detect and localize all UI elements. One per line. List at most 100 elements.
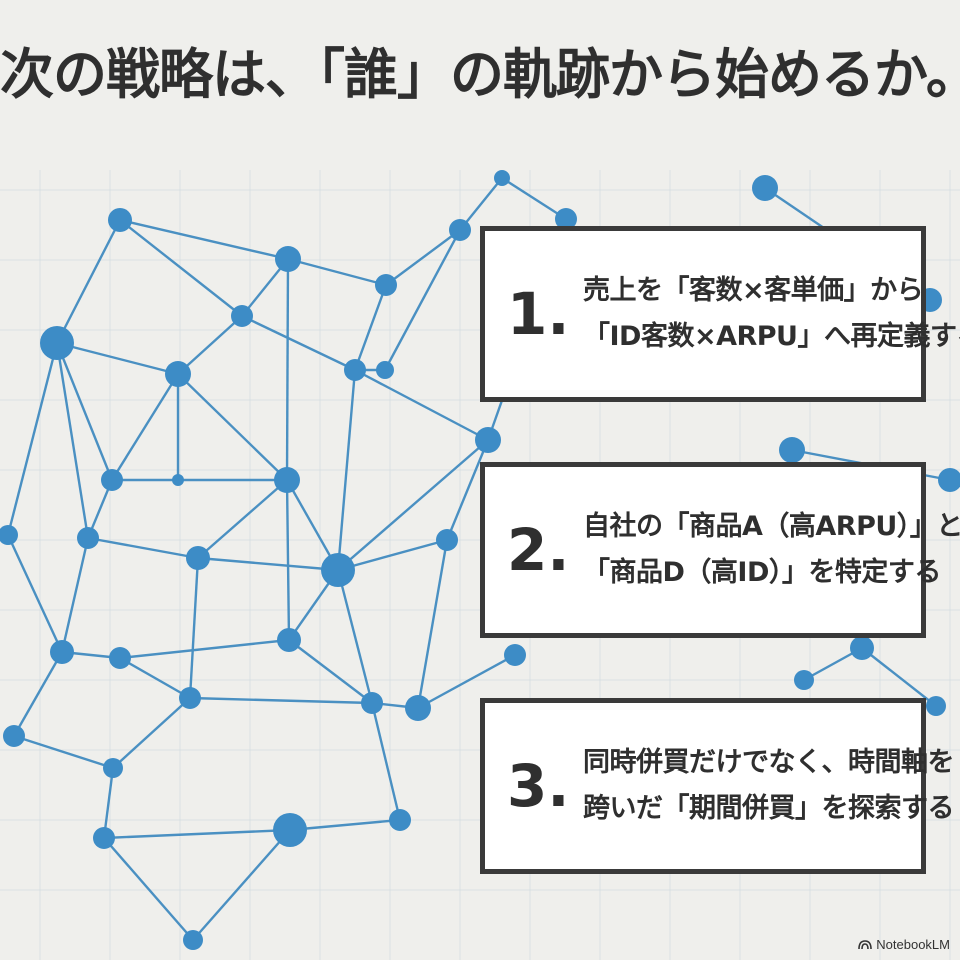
network-node — [273, 813, 307, 847]
step-line: 「ID客数×ARPU」へ再定義する — [583, 321, 960, 352]
network-node — [50, 640, 74, 664]
network-node — [752, 175, 778, 201]
network-node — [274, 467, 300, 493]
network-edge — [353, 284, 388, 371]
notebooklm-watermark: NotebookLM — [858, 937, 950, 952]
step-line: 自社の「商品A（高ARPU）」と — [583, 511, 960, 542]
network-node — [375, 274, 397, 296]
network-edge — [385, 229, 461, 286]
network-node — [108, 208, 132, 232]
network-edge — [192, 829, 291, 941]
slide-title: 次の戦略は、「誰」の軌跡から始めるか。 — [0, 43, 960, 106]
network-node — [344, 359, 366, 381]
network-edge — [119, 638, 290, 660]
network-node — [361, 692, 383, 714]
step-card-2: 2. 自社の「商品A（高ARPU）」と 「商品D（高ID）」を特定する — [480, 462, 960, 638]
step-text: 自社の「商品A（高ARPU）」と 「商品D（高ID）」を特定する — [583, 504, 960, 596]
network-node — [277, 628, 301, 652]
network-node — [93, 827, 115, 849]
network-edge — [60, 537, 90, 653]
step-line: 「商品D（高ID）」を特定する — [583, 557, 941, 588]
network-edge — [337, 439, 489, 571]
network-node — [926, 696, 946, 716]
network-node — [231, 305, 253, 327]
network-node — [109, 647, 131, 669]
network-node — [172, 474, 184, 486]
network-node — [101, 469, 123, 491]
network-edge — [87, 536, 199, 560]
network-node — [504, 644, 526, 666]
network-node — [389, 809, 411, 831]
network-node — [165, 361, 191, 387]
step-card-3: 3. 同時併買だけでなく、時間軸を 跨いだ「期間併買」を探索する — [480, 698, 955, 874]
network-edge — [119, 219, 243, 317]
network-edge — [285, 479, 340, 571]
step-card-1: 1. 売上を「客数×客単価」から 「ID客数×ARPU」へ再定義する — [480, 226, 960, 402]
network-edge — [102, 767, 115, 839]
network-node — [321, 553, 355, 587]
network-node — [3, 725, 25, 747]
network-node — [436, 529, 458, 551]
network-edge — [287, 257, 387, 287]
network-node — [475, 427, 501, 453]
network-node — [186, 546, 210, 570]
network-edge — [285, 258, 290, 481]
network-edge — [189, 696, 373, 705]
network-node — [938, 468, 960, 492]
network-edge — [861, 647, 937, 707]
network-node — [850, 636, 874, 660]
network-edge — [197, 479, 288, 559]
network-node — [376, 361, 394, 379]
network-edge — [288, 639, 373, 704]
network-edge — [289, 818, 401, 832]
network-edge — [103, 837, 194, 941]
network-edge — [13, 734, 114, 770]
network-edge — [6, 342, 59, 536]
network-edge — [445, 439, 490, 541]
step-text: 売上を「客数×客単価」から 「ID客数×ARPU」へ再定義する — [583, 268, 960, 360]
network-node — [40, 326, 74, 360]
network-node — [179, 687, 201, 709]
network-edge — [354, 368, 489, 442]
network-node — [77, 527, 99, 549]
step-number: 1. — [507, 280, 570, 348]
network-edge — [177, 315, 243, 375]
network-edge — [119, 656, 191, 700]
network-edge — [112, 697, 191, 769]
notebooklm-logo-icon — [858, 939, 873, 949]
step-line: 跨いだ「期間併買」を探索する — [583, 793, 955, 824]
network-edge — [177, 373, 288, 481]
network-edge — [336, 569, 374, 704]
network-edge — [55, 219, 122, 344]
network-node — [103, 758, 123, 778]
network-node — [405, 695, 431, 721]
step-number: 2. — [507, 516, 570, 584]
network-edge — [417, 653, 516, 710]
network-node — [0, 525, 18, 545]
network-edge — [110, 373, 180, 481]
network-node — [794, 670, 814, 690]
network-edge — [55, 342, 114, 481]
network-node — [275, 246, 301, 272]
network-node — [779, 437, 805, 463]
network-edge — [285, 479, 291, 641]
network-edge — [55, 342, 90, 539]
network-edge — [337, 538, 448, 572]
network-edge — [501, 176, 567, 221]
network-edge — [12, 651, 64, 737]
network-edge — [416, 539, 449, 709]
network-edge — [459, 177, 503, 231]
network-edge — [56, 341, 179, 376]
network-node — [449, 219, 471, 241]
network-edge — [197, 556, 339, 572]
network-node — [494, 170, 510, 186]
step-line: 売上を「客数×客単価」から — [583, 275, 924, 306]
step-text: 同時併買だけでなく、時間軸を 跨いだ「期間併買」を探索する — [583, 740, 955, 832]
network-edge — [370, 702, 402, 821]
network-edge — [383, 229, 462, 371]
network-edge — [103, 828, 291, 840]
network-node — [555, 208, 577, 230]
network-edge — [336, 369, 357, 571]
step-number: 3. — [507, 752, 570, 820]
network-edge — [119, 218, 289, 261]
